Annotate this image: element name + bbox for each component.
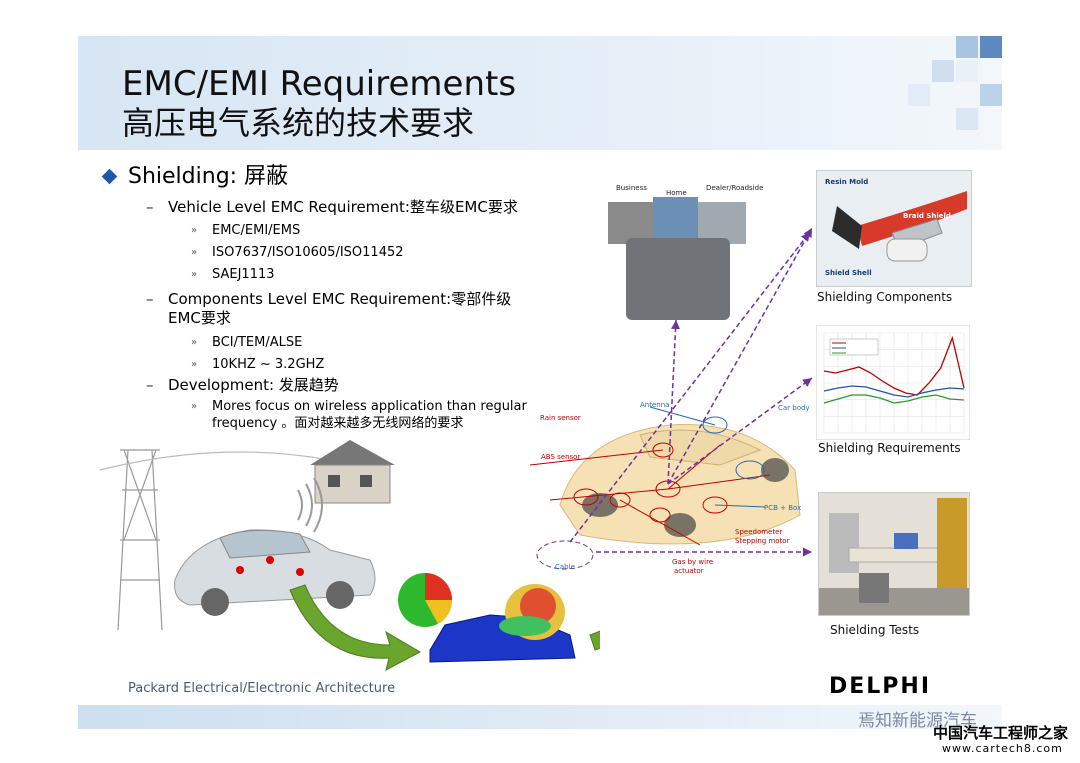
diagram-label: ABS sensor (541, 453, 581, 461)
caption-shielding-tests: Shielding Tests (830, 623, 920, 637)
diagram-label: Antenna (640, 401, 670, 409)
green-arrow-icon (289, 584, 422, 671)
component-level-requirement: Components Level EMC Requirement:零部件级 (168, 290, 512, 308)
development-item: Mores focus on wireless application than… (212, 399, 527, 414)
footer-text: Packard Electrical/Electronic Architectu… (128, 681, 396, 696)
diagram-label: Gas by wire (672, 558, 714, 566)
vehicle-item: ISO7637/ISO10605/ISO11452 (212, 245, 404, 260)
dash-bullet: – (146, 198, 154, 216)
watermark: 焉知新能源汽车 (858, 711, 977, 731)
sub-bullet-marker: » (191, 401, 198, 412)
component-label: Resin Mold (825, 178, 869, 186)
chart-series-line (823, 385, 965, 398)
vehicle-item: EMC/EMI/EMS (212, 223, 301, 238)
sub-bullet-marker: » (191, 247, 198, 258)
page-subtitle: 高压电气系统的技术要求 (122, 104, 475, 142)
radiation-pattern-icon (398, 573, 453, 627)
sub-bullet-marker: » (191, 359, 198, 370)
shielding-components-photo: Resin Mold Braid Shield Shield Shell (816, 170, 972, 287)
car-emc-diagram (529, 406, 801, 570)
diagram-label: Car body (778, 404, 810, 412)
bullet-shielding: Shielding: 屏蔽 (128, 164, 289, 189)
env-label: Home (666, 189, 687, 197)
sub-bullet-marker: » (191, 225, 198, 236)
shielding-tests-photo (818, 492, 970, 616)
sub-bullet-marker: » (191, 269, 198, 280)
diagram-label: actuator (674, 567, 704, 575)
caption-shielding-components: Shielding Components (817, 290, 953, 304)
component-item: BCI/TEM/ALSE (212, 335, 303, 350)
house-icon (310, 440, 395, 504)
development-item-cont: frequency 。面对越来越多无线网络的要求 (212, 416, 464, 431)
emc-illustration (100, 440, 600, 671)
dash-bullet: – (146, 290, 154, 308)
vehicle-level-requirement: Vehicle Level EMC Requirement:整车级EMC要求 (168, 198, 518, 216)
footer-band (78, 705, 1002, 729)
power-pylon-icon (100, 449, 331, 631)
header-band (78, 36, 1002, 150)
diagram-label: Speedometer (735, 528, 783, 536)
diagram-label: Rain sensor (540, 414, 581, 422)
caption-shielding-requirements: Shielding Requirements (818, 441, 961, 455)
development-trend: Development: 发展趋势 (168, 376, 339, 394)
delphi-logo: DELPHI (829, 674, 932, 699)
green-arrow-icon (589, 630, 600, 651)
component-item: 10KHZ ~ 3.2GHZ (212, 357, 325, 372)
environment-photo: Business Home Dealer/Roadside (608, 182, 763, 320)
vehicle-item: SAEJ1113 (212, 267, 275, 282)
shielding-requirements-chart (816, 325, 970, 440)
diagram-label: PCB + Box (764, 504, 802, 512)
env-label: Business (616, 184, 647, 192)
diagram-label: Stepping motor (735, 537, 790, 545)
field-simulation-icon (429, 584, 576, 663)
env-label: Dealer/Roadside (706, 184, 764, 192)
component-label: Shield Shell (825, 269, 872, 277)
site-name: 中国汽车工程师之家 (933, 724, 1069, 742)
site-url: www.cartech8.com (942, 742, 1063, 755)
chart-series-line (823, 335, 965, 396)
car-interior-photo (626, 238, 730, 320)
diagram-label: Cable (555, 563, 575, 571)
dash-bullet: – (146, 376, 154, 394)
car-icon (174, 529, 376, 616)
sub-bullet-marker: » (191, 337, 198, 348)
component-label: Braid Shield (903, 212, 951, 220)
shield-cable-icon (832, 191, 967, 262)
page-title: EMC/EMI Requirements (122, 64, 517, 104)
signal-waves-icon (297, 477, 323, 533)
component-level-requirement-cont: EMC要求 (168, 309, 231, 327)
chart-series-line (823, 394, 965, 404)
